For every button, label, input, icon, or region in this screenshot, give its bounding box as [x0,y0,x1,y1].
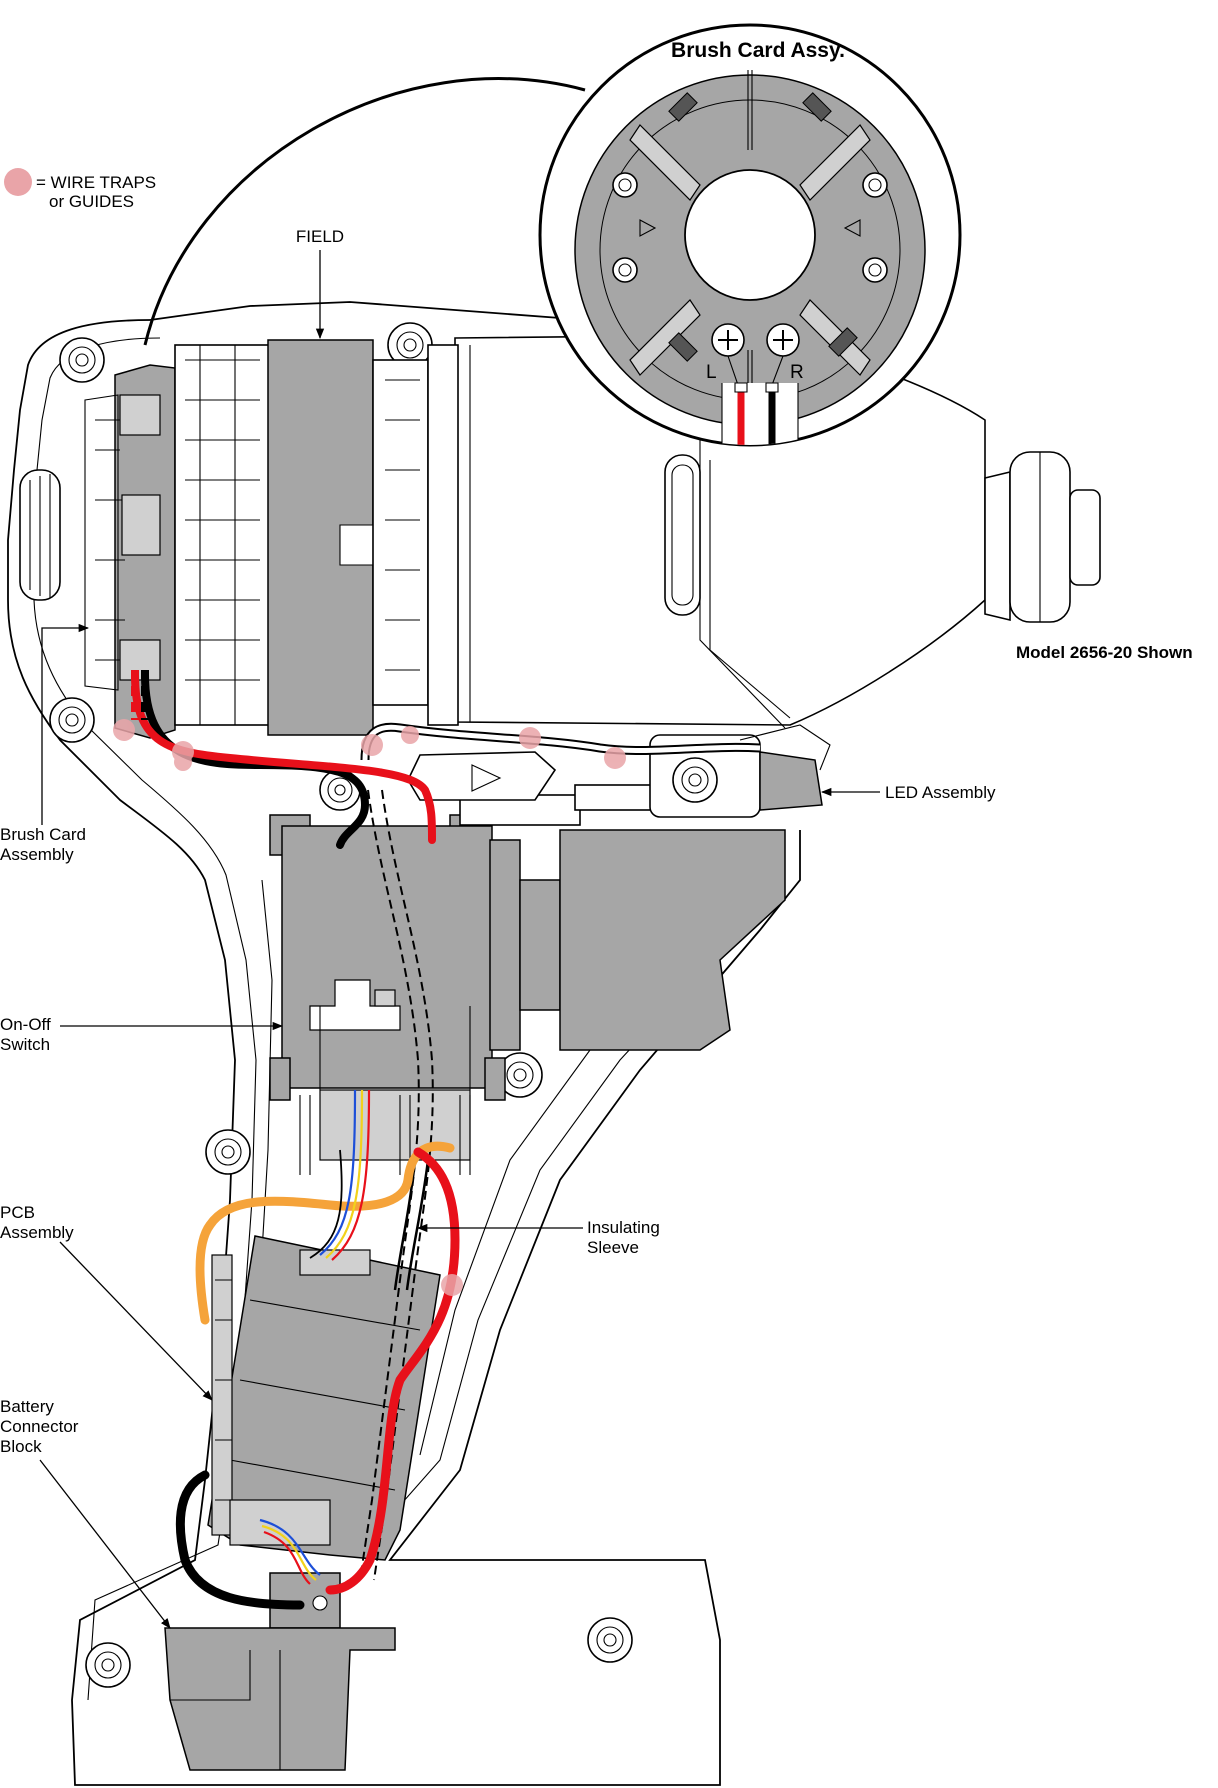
wire-trap-icon [4,168,32,196]
motor-assembly [84,339,459,739]
legend: = WIRE TRAPS or GUIDES [4,168,156,211]
led-assembly [407,724,831,818]
brush-card-inset: L R Brush Card Assy. [143,23,962,447]
label-led-assembly: LED Assembly [885,783,996,802]
on-off-switch [269,784,786,1175]
legend-line2: or GUIDES [49,192,134,211]
label-battery-2: Connector [0,1417,79,1436]
callouts: FIELD LED Assembly Model 2656-20 Shown B… [0,227,1193,1629]
wiring [131,670,761,1610]
label-sleeve-1: Insulating [587,1218,660,1237]
label-brush-card-2: Assembly [0,845,74,864]
label-switch-1: On-Off [0,1015,51,1034]
wire-traps [113,719,626,1296]
model-note: Model 2656-20 Shown [1016,643,1193,662]
label-sleeve-2: Sleeve [587,1238,639,1257]
label-battery-1: Battery [0,1397,54,1416]
inset-letter-right: R [790,362,804,383]
label-pcb-1: PCB [0,1203,35,1222]
inset-title: Brush Card Assy. [671,39,845,62]
label-battery-3: Block [0,1437,42,1456]
inset-letter-left: L [706,362,717,383]
label-switch-2: Switch [0,1035,50,1054]
label-brush-card-1: Brush Card [0,825,86,844]
label-pcb-2: Assembly [0,1223,74,1242]
label-field: FIELD [296,227,344,246]
pcb-assembly [207,1235,441,1561]
tool-housing [7,301,1101,1786]
legend-line1: = WIRE TRAPS [36,173,156,192]
